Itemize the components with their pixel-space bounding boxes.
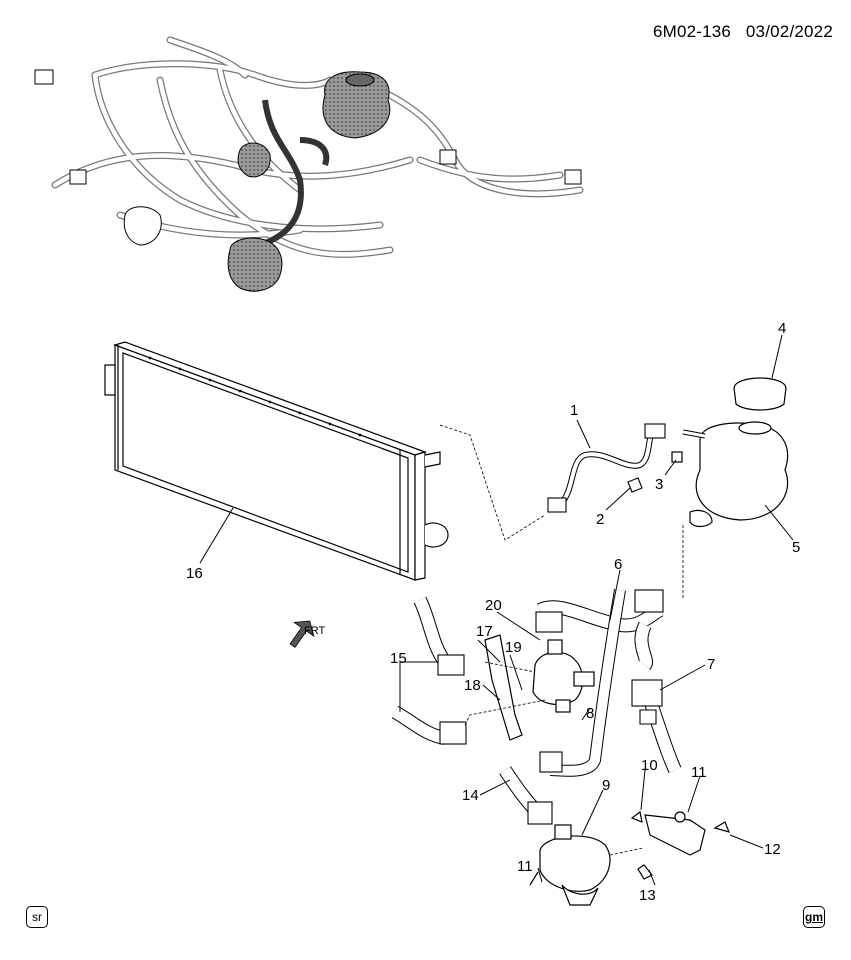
callout-leaders [199,334,794,886]
callout-2: 2 [596,511,604,528]
pump-bracket [609,810,731,880]
front-direction-arrow: FRT [289,620,325,648]
callout-1: 1 [570,402,578,419]
diagram-code: 6M02-136 [652,22,732,41]
diagram-header: 6M02-136 03/02/2022 [653,22,833,42]
coolant-valve [484,634,595,741]
hose-6 [535,589,664,777]
hose-7 [631,679,682,773]
callout-4: 4 [778,320,786,337]
callout-11a: 11 [691,764,707,781]
coolant-pump [529,824,611,906]
overview-assembly [34,36,584,292]
callout-12: 12 [764,841,781,858]
hose-14 [499,766,553,825]
callout-14: 14 [462,787,479,804]
hose-15 [391,596,546,745]
callout-15: 15 [390,650,407,667]
callout-5: 5 [792,539,800,556]
diagram-date: 03/02/2022 [745,22,833,41]
coolant-reservoir [671,377,789,598]
callout-18: 18 [464,677,481,694]
callout-17: 17 [476,623,493,640]
callout-3: 3 [655,476,663,493]
callout-8: 8 [586,705,594,722]
callout-20: 20 [485,597,502,614]
sr-badge: sr [26,906,48,928]
hose-1 [439,423,666,541]
callout-16: 16 [186,565,203,582]
front-arrow-label: FRT [304,625,325,637]
callout-9: 9 [602,777,610,794]
radiator [104,341,449,581]
callout-6: 6 [614,556,622,573]
callout-7: 7 [707,656,715,673]
callout-13: 13 [639,887,656,904]
gm-logo-badge: gm [803,906,825,928]
callout-11b: 11 [517,858,533,875]
callout-10: 10 [641,757,658,774]
callout-19: 19 [505,639,522,656]
callout-labels: 1 2 3 4 5 6 7 8 9 10 11 11 12 13 14 15 1… [186,320,800,904]
